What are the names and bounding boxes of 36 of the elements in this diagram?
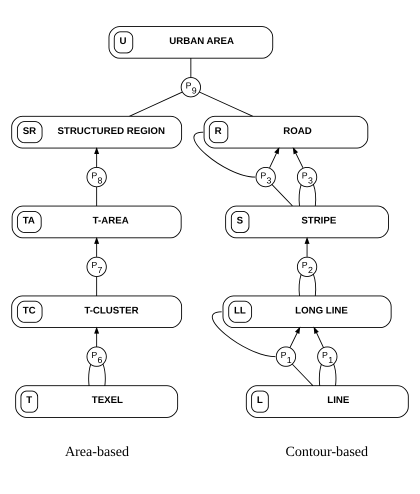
connector <box>102 363 106 386</box>
node-box: TA T-AREA <box>12 205 182 238</box>
connector <box>333 363 336 386</box>
connector <box>312 273 316 296</box>
node-box: TC T-CLUSTER <box>11 294 182 328</box>
node-box: S STRIPE <box>225 205 389 238</box>
connector <box>128 91 182 116</box>
node-box: U URBAN AREA <box>108 26 274 58</box>
node-box: T TEXEL <box>15 384 178 418</box>
connector <box>292 363 314 386</box>
arrow <box>94 146 100 167</box>
arrow <box>314 326 324 348</box>
connector <box>88 364 92 386</box>
node-box: LL LONG LINE <box>222 294 392 328</box>
label: Contour-based <box>285 443 368 460</box>
connector <box>298 184 302 206</box>
node-box: SR STRUCTURED REGION <box>11 115 182 148</box>
connector <box>272 184 294 206</box>
connector <box>96 186 98 206</box>
arrow <box>292 146 304 168</box>
arrow <box>94 326 100 347</box>
label: Area-based <box>64 443 130 460</box>
connector <box>212 310 276 357</box>
connector <box>194 131 256 177</box>
connector <box>96 276 98 296</box>
arrow <box>290 326 300 348</box>
node-box: L LINE <box>246 384 409 418</box>
connector <box>318 364 322 386</box>
connector <box>298 274 302 296</box>
arrow <box>269 146 280 168</box>
arrow <box>304 236 310 257</box>
node-box: R ROAD <box>204 115 368 148</box>
connector <box>198 91 254 116</box>
connector <box>312 183 316 206</box>
arrow <box>94 236 100 257</box>
connector <box>190 58 192 78</box>
